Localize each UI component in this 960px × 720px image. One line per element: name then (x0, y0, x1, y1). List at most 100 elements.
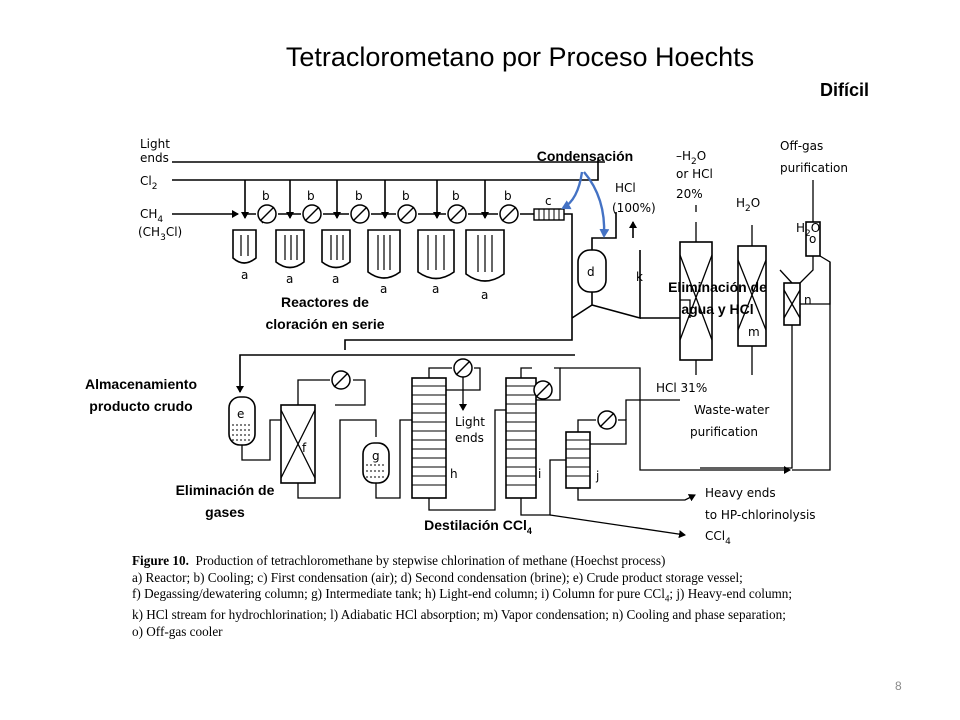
difficulty-label: Difícil (820, 80, 870, 100)
cl2-header-line (172, 160, 599, 181)
caption-line2-sub: 4 (664, 593, 670, 604)
ccl4-out-sub: 4 (725, 537, 731, 547)
storage-vessel-e (228, 396, 256, 446)
hcl-100-line2: (100%) (612, 201, 656, 215)
feed-cl2: Cl (140, 174, 152, 188)
annotation-eliminacion-gases: Eliminación de gases (160, 479, 290, 523)
heavy-ends-2: to HP-chlorinolysis (705, 508, 816, 522)
annotation-eliminacion-gases-line1: Eliminación de (175, 482, 275, 498)
light-ends-2: ends (455, 431, 484, 445)
label-g: g (372, 449, 380, 463)
process-flow-diagram: Light ends Cl2 CH4 (CH3Cl) HCl (100%) –H… (138, 137, 848, 547)
label-a4: a (380, 282, 387, 296)
annotation-destilacion-text: Destilación CCl (424, 517, 527, 533)
svg-text:CH4: CH4 (140, 207, 163, 225)
water-or-hcl-1: –H (676, 149, 691, 163)
annotation-destilacion: Destilación CCl4 (398, 514, 558, 542)
label-a5: a (432, 282, 439, 296)
blue-arrow-to-d (583, 171, 610, 238)
heavy-ends-1: Heavy ends (705, 486, 776, 500)
label-i: i (538, 467, 541, 481)
annotation-condensacion: Condensación (536, 148, 634, 164)
svg-text:CCl4: CCl4 (705, 529, 731, 547)
caption-line4: o) Off-gas cooler (132, 624, 223, 640)
reactor-a2 (275, 229, 305, 269)
reactor-a3 (321, 229, 351, 269)
label-k: k (636, 270, 643, 284)
feed-ch3cl-sub: 3 (160, 233, 166, 243)
page-number: 8 (895, 679, 902, 693)
h2o-o-end: O (811, 221, 820, 235)
annotation-reactores: Reactores de cloración en serie (240, 291, 410, 335)
light-end-column-h (411, 377, 447, 499)
feed-ch4-sub: 4 (157, 215, 163, 225)
pure-ccl4-column-i (505, 377, 537, 499)
annotation-almacenamiento-line2: producto crudo (89, 398, 193, 414)
svg-text:H2O: H2O (796, 221, 820, 239)
label-b4: b (402, 189, 410, 203)
slide-title: Tetraclorometano por Proceso Hoechts (285, 42, 755, 72)
feed-light-ends-2: ends (140, 151, 169, 165)
label-a2: a (286, 272, 293, 286)
caption-line3: k) HCl stream for hydrochlorination; l) … (132, 607, 786, 623)
label-a6: a (481, 288, 488, 302)
label-e: e (237, 407, 244, 421)
svg-text:H2O: H2O (736, 196, 760, 214)
feed-light-ends: Light (140, 137, 170, 151)
label-b3: b (355, 189, 363, 203)
hcl-100-line1: HCl (615, 181, 636, 195)
annotation-almacenamiento-line1: Almacenamiento (84, 376, 198, 392)
offgas-1: Off-gas (780, 139, 823, 153)
figure-caption: Figure 10. Production of tetrachlorometh… (132, 553, 922, 641)
annotation-almacenamiento: Almacenamiento producto crudo (66, 373, 216, 417)
feed-ch3cl: (CH (138, 225, 160, 239)
blue-arrow-to-c (561, 171, 584, 210)
label-b1: b (262, 189, 270, 203)
feed-cl2-sub: 2 (152, 182, 158, 192)
svg-text:–H2O: –H2O (676, 149, 706, 167)
label-b5: b (452, 189, 460, 203)
water-or-hcl-3: 20% (676, 187, 703, 201)
label-b6: b (504, 189, 512, 203)
annotation-eliminacion-agua-line2: agua y HCl (681, 301, 754, 317)
caption-line1: a) Reactor; b) Cooling; c) First condens… (132, 569, 743, 585)
water-or-hcl-1-sub: 2 (691, 157, 697, 167)
annotation-eliminacion-gases-line2: gases (205, 504, 245, 520)
annotation-reactores-line2: cloración en serie (265, 316, 385, 332)
annotation-destilacion-sub: 4 (526, 525, 532, 536)
annotation-reactores-line1: Reactores de (281, 294, 369, 310)
h2o-o-sub: 2 (805, 229, 811, 239)
label-f: f (302, 441, 307, 455)
label-m: m (748, 325, 760, 339)
label-n: n (804, 293, 812, 307)
annotation-eliminacion-agua-line1: Eliminación de (668, 279, 767, 295)
reactor-a1 (232, 229, 257, 264)
water-or-hcl-2: or HCl (676, 167, 713, 181)
waste-water-2: purification (690, 425, 758, 439)
label-o: o (809, 232, 816, 246)
label-a1: a (241, 268, 248, 282)
h2o-m-sub: 2 (745, 204, 751, 214)
h2o-o: H (796, 221, 805, 235)
caption-line2b: ; j) Heavy-end column; (669, 586, 793, 602)
label-j: j (595, 469, 599, 483)
offgas-2: purification (780, 161, 848, 175)
label-d: d (587, 265, 595, 279)
waste-water-1: Waste-water (694, 403, 769, 417)
label-a3: a (332, 272, 339, 286)
ccl4-out: CCl (705, 529, 725, 543)
feed-ch3cl-end: Cl) (166, 225, 182, 239)
h2o-m-end: O (751, 196, 760, 210)
h2o-m: H (736, 196, 745, 210)
feed-ch4: CH (140, 207, 157, 221)
caption-heading: Production of tetrachloromethane by step… (195, 553, 666, 568)
hcl-31: HCl 31% (656, 381, 707, 395)
water-or-hcl-1-end: O (697, 149, 706, 163)
label-h: h (450, 467, 458, 481)
svg-text:(CH3Cl): (CH3Cl) (138, 225, 182, 243)
caption-figure-number: Figure 10. (132, 553, 189, 568)
caption-line2a: f) Degassing/dewatering column; g) Inter… (132, 586, 665, 602)
label-c: c (545, 194, 552, 208)
label-b2: b (307, 189, 315, 203)
svg-text:Cl2: Cl2 (140, 174, 157, 192)
